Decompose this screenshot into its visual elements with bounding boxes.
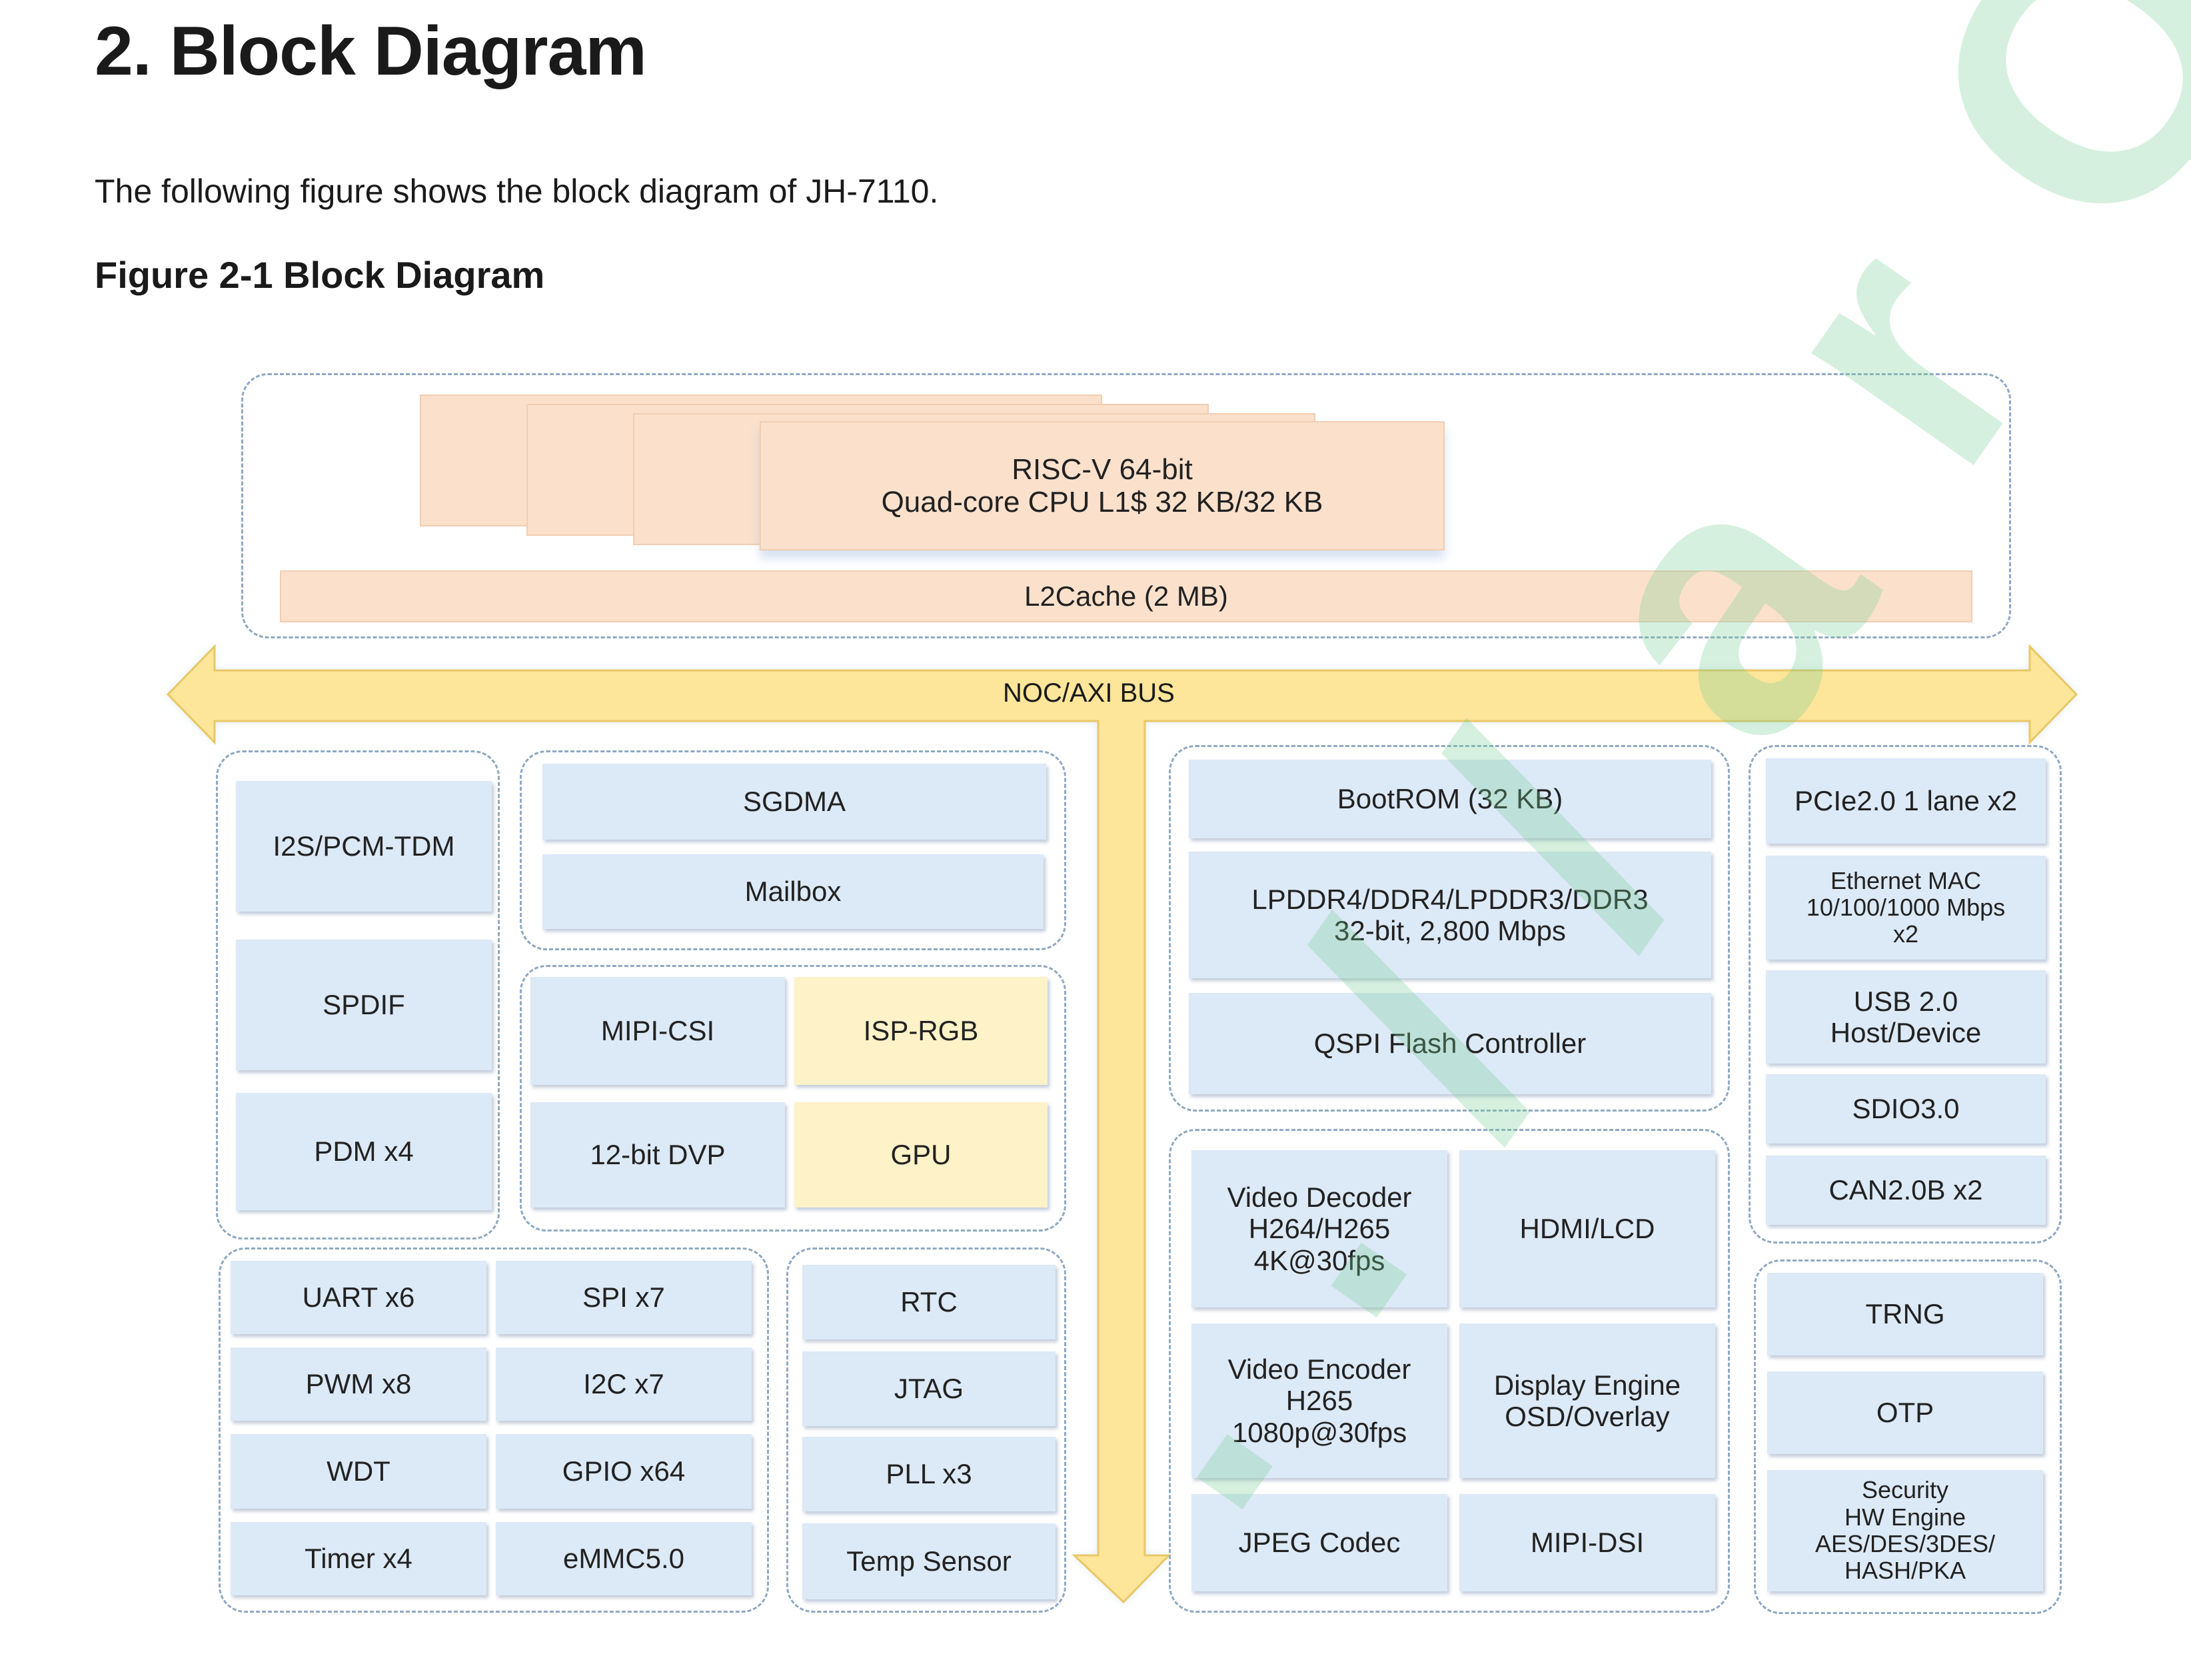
- otp-block: OTP: [1767, 1371, 2043, 1454]
- io-group: [219, 1248, 769, 1613]
- dma-group: [520, 750, 1066, 950]
- hdmi-lcd-block: HDMI/LCD: [1459, 1150, 1715, 1307]
- bus-label: NOC/AXI BUS: [1003, 678, 1175, 708]
- ethernet-mac-block: Ethernet MAC 10/100/1000 Mbps x2: [1766, 856, 2046, 960]
- gpu-block: GPU: [794, 1102, 1048, 1208]
- pcie-block: PCIe2.0 1 lane x2: [1766, 758, 2046, 844]
- l2-cache-block: L2Cache (2 MB): [280, 570, 1972, 622]
- timer-block: Timer x4: [231, 1522, 486, 1595]
- memory-group: [1169, 745, 1730, 1112]
- jpeg-codec-block: JPEG Codec: [1191, 1494, 1447, 1591]
- video-display-group: [1169, 1129, 1730, 1613]
- dvp-block: 12-bit DVP: [530, 1102, 785, 1208]
- pwm-block: PWM x8: [231, 1347, 486, 1421]
- rtc-block: RTC: [802, 1265, 1056, 1339]
- trng-block: TRNG: [1767, 1273, 2043, 1355]
- temp-sensor-block: Temp Sensor: [802, 1523, 1056, 1599]
- video-encoder-block: Video Encoder H265 1080p@30fps: [1191, 1323, 1447, 1478]
- wdt-block: WDT: [231, 1434, 486, 1509]
- security-group: [1754, 1260, 2062, 1614]
- emmc-block: eMMC5.0: [496, 1522, 752, 1595]
- display-engine-block: Display Engine OSD/Overlay: [1459, 1323, 1715, 1478]
- figure-caption: Figure 2-1 Block Diagram: [95, 254, 545, 296]
- i2s-pcm-tdm-block: I2S/PCM-TDM: [236, 781, 492, 912]
- uart-block: UART x6: [231, 1261, 486, 1334]
- cpu-core-block: RISC-V 64-bit Quad-core CPU L1$ 32 KB/32…: [760, 421, 1445, 550]
- isp-rgb-block: ISP-RGB: [794, 977, 1048, 1085]
- qspi-flash-block: QSPI Flash Controller: [1189, 993, 1711, 1094]
- mipi-csi-block: MIPI-CSI: [530, 977, 785, 1085]
- bootrom-block: BootROM (32 KB): [1189, 760, 1711, 838]
- pll-block: PLL x3: [802, 1437, 1056, 1511]
- spdif-block: SPDIF: [236, 940, 492, 1070]
- pdm-block: PDM x4: [236, 1093, 492, 1210]
- mipi-dsi-block: MIPI-DSI: [1459, 1494, 1715, 1591]
- mailbox-block: Mailbox: [542, 854, 1044, 929]
- intro-text: The following figure shows the block dia…: [95, 173, 939, 210]
- can-block: CAN2.0B x2: [1766, 1156, 2046, 1225]
- cpu-complex-group: [241, 373, 2011, 638]
- spi-block: SPI x7: [496, 1261, 752, 1334]
- security-engine-block: Security HW Engine AES/DES/3DES/ HASH/PK…: [1767, 1470, 2043, 1591]
- page-title: 2. Block Diagram: [95, 13, 647, 90]
- gpio-block: GPIO x64: [496, 1434, 752, 1509]
- interfaces-group: [1749, 745, 2062, 1244]
- sgdma-block: SGDMA: [542, 764, 1046, 840]
- sdio-block: SDIO3.0: [1766, 1074, 2046, 1144]
- jtag-block: JTAG: [802, 1351, 1056, 1426]
- ddr-block: LPDDR4/DDR4/LPDDR3/DDR3 32-bit, 2,800 Mb…: [1189, 852, 1711, 978]
- video-decoder-block: Video Decoder H264/H265 4K@30fps: [1191, 1150, 1447, 1307]
- usb-block: USB 2.0 Host/Device: [1766, 970, 2046, 1064]
- system-group: [786, 1248, 1066, 1613]
- i2c-block: I2C x7: [496, 1347, 752, 1421]
- media-group: [520, 965, 1066, 1232]
- audio-group: [216, 750, 500, 1240]
